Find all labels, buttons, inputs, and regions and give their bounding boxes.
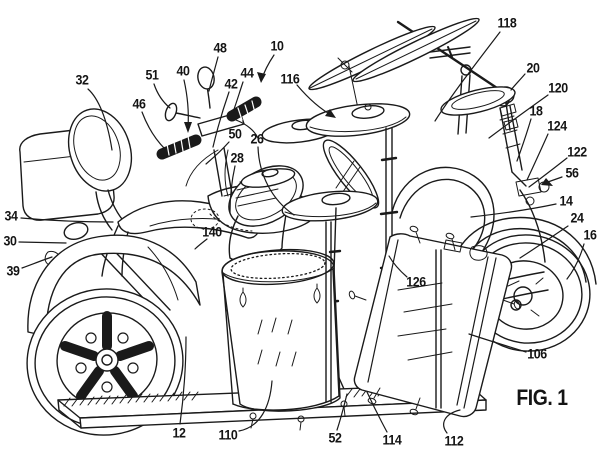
callout-42: 42 bbox=[224, 76, 238, 92]
front-fender bbox=[27, 234, 201, 337]
callout-140: 140 bbox=[202, 224, 222, 240]
bass-drum bbox=[348, 225, 521, 418]
callout-30: 30 bbox=[3, 233, 17, 249]
callout-50: 50 bbox=[228, 126, 242, 142]
callout-16: 16 bbox=[583, 227, 597, 243]
callout-26: 26 bbox=[250, 131, 264, 147]
callout-20: 20 bbox=[526, 60, 540, 76]
callout-12: 12 bbox=[172, 425, 186, 441]
main-cymbal bbox=[305, 103, 411, 137]
hi-cymbal-pair bbox=[308, 17, 480, 119]
callout-39: 39 bbox=[6, 263, 20, 279]
tilted-pad bbox=[322, 139, 380, 209]
callout-10: 10 bbox=[270, 38, 284, 54]
mirrors bbox=[164, 66, 215, 122]
figure-caption: FIG. 1 bbox=[516, 385, 568, 410]
callout-126: 126 bbox=[406, 274, 426, 290]
callout-48: 48 bbox=[213, 40, 227, 56]
front-pole-left bbox=[325, 221, 332, 403]
upper-right-pad bbox=[440, 86, 516, 116]
backrest-pad bbox=[67, 108, 133, 231]
callout-120: 120 bbox=[548, 80, 568, 96]
callout-56: 56 bbox=[565, 165, 579, 181]
callout-46: 46 bbox=[132, 96, 146, 112]
callout-114: 114 bbox=[382, 432, 402, 448]
callout-44: 44 bbox=[240, 65, 254, 81]
callout-122: 122 bbox=[567, 144, 587, 160]
callout-110: 110 bbox=[218, 427, 238, 443]
leader-lines bbox=[18, 31, 585, 434]
callout-124: 124 bbox=[547, 118, 567, 134]
callout-34: 34 bbox=[4, 208, 18, 224]
callout-24: 24 bbox=[570, 210, 584, 226]
dashed-detail-140 bbox=[190, 208, 220, 230]
callout-51: 51 bbox=[145, 67, 159, 83]
callout-106: 106 bbox=[527, 346, 547, 362]
right-grip bbox=[226, 96, 262, 122]
callout-18: 18 bbox=[529, 103, 543, 119]
callout-112: 112 bbox=[444, 433, 464, 449]
callout-52: 52 bbox=[328, 430, 342, 446]
callout-28: 28 bbox=[230, 150, 244, 166]
callout-116: 116 bbox=[280, 71, 300, 87]
small-left-cymbal bbox=[240, 168, 296, 188]
callout-14: 14 bbox=[559, 193, 573, 209]
floor-tom bbox=[221, 248, 348, 431]
leader-arrowheads bbox=[184, 72, 553, 186]
lower-cymbal bbox=[281, 190, 379, 222]
callout-32: 32 bbox=[75, 72, 89, 88]
left-grip bbox=[156, 134, 202, 160]
front-pole-right bbox=[435, 249, 442, 409]
callout-118: 118 bbox=[497, 15, 517, 31]
callout-40: 40 bbox=[176, 63, 190, 79]
